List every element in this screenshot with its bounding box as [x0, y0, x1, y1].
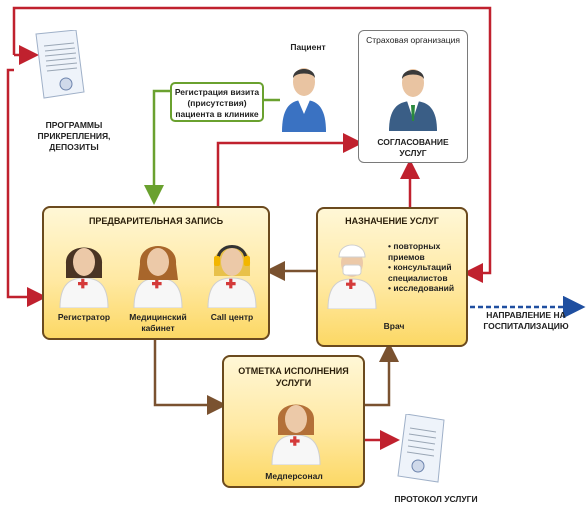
arrow-prebooking-to-approval [216, 133, 363, 206]
insurance-box: Страховая организация СОГЛАСОВАНИЕ УСЛУГ [358, 30, 468, 163]
referral-label: НАПРАВЛЕНИЕ НА ГОСПИТАЛИЗАЦИЮ [483, 310, 569, 331]
services-items: • повторных приемов • консультаций специ… [388, 241, 468, 294]
arrow-prebooking-to-execution [153, 340, 227, 415]
services-item: • повторных приемов [388, 241, 441, 262]
patient-label: Пациент [290, 42, 326, 52]
call-center-label: Call центр [210, 312, 254, 322]
execution-box: ОТМЕТКА ИСПОЛНЕНИЯ УСЛУГИ Медперсонал [222, 355, 365, 488]
doctor-avatar [326, 233, 378, 310]
arrow-top-loop [12, 6, 492, 283]
medical-office-label: Медицинский кабинет [129, 312, 187, 333]
medstaff-avatar [270, 393, 322, 466]
medstaff-label: Медперсонал [265, 471, 323, 481]
registration-label: Регистрация визита (присутствия) пациент… [174, 87, 260, 119]
programs-document-icon [34, 29, 86, 100]
programs-label: ПРОГРАММЫ ПРИКРЕПЛЕНИЯ, ДЕПОЗИТЫ [37, 120, 111, 152]
patient-avatar [278, 56, 330, 132]
call-center-avatar [206, 234, 258, 309]
registrar-avatar [58, 234, 110, 309]
arrow-left-to-prebooking [6, 68, 47, 307]
insurance-avatar [387, 59, 439, 131]
registration-box: Регистрация визита (присутствия) пациент… [170, 82, 264, 122]
registrar-label: Регистратор [57, 312, 111, 322]
services-title: НАЗНАЧЕНИЕ УСЛУГ [345, 216, 439, 226]
insurance-label: Страховая организация [366, 35, 460, 45]
arrow-registration-to-prebooking [144, 89, 170, 205]
services-item: • исследований [388, 283, 455, 293]
medical-office-avatar [132, 234, 184, 309]
prebooking-title: ПРЕДВАРИТЕЛЬНАЯ ЗАПИСЬ [88, 216, 224, 226]
prebooking-box: ПРЕДВАРИТЕЛЬНАЯ ЗАПИСЬ Регистратор Медиц… [42, 206, 270, 340]
approval-label: СОГЛАСОВАНИЕ УСЛУГ [377, 137, 449, 158]
execution-title: ОТМЕТКА ИСПОЛНЕНИЯ УСЛУГИ [238, 366, 349, 388]
services-box: НАЗНАЧЕНИЕ УСЛУГ • повторных приемов • к… [316, 207, 468, 347]
protocol-document-icon [396, 413, 450, 484]
doctor-label: Врач [383, 321, 405, 331]
arrow-execution-to-services [365, 342, 399, 407]
services-item: • консультаций специалистов [388, 262, 452, 283]
protocol-label: ПРОТОКОЛ УСЛУГИ [394, 494, 478, 504]
